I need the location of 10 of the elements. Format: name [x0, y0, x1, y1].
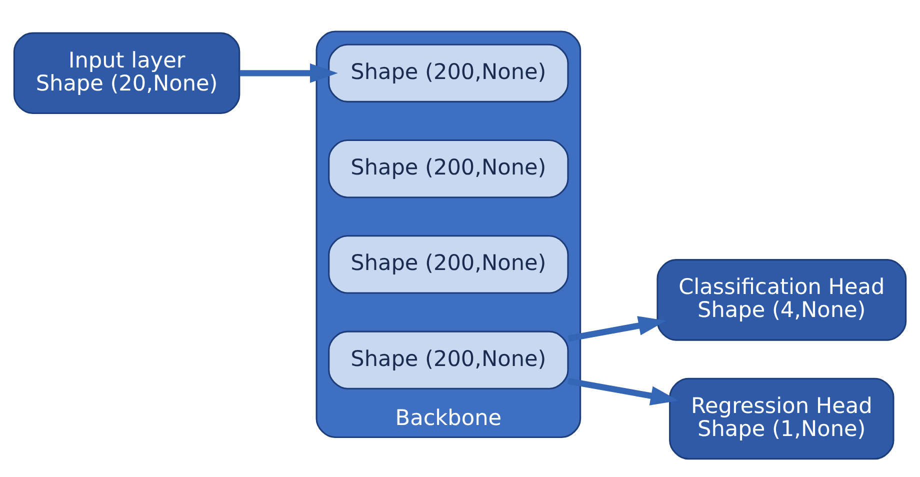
- node-box: Shape (200,None): [328, 139, 569, 198]
- arrow: [568, 316, 666, 342]
- node-box: Shape (200,None): [328, 234, 569, 294]
- node-box: Shape (200,None): [328, 43, 569, 102]
- arrow: [568, 378, 678, 405]
- node-box: Regression Head Shape (1,None): [669, 377, 894, 460]
- node-box: Input layer Shape (20,None): [13, 32, 240, 114]
- node-box: Shape (200,None): [328, 330, 569, 389]
- node-box: Classification Head Shape (4,None): [656, 258, 907, 340]
- arrow: [240, 62, 338, 82]
